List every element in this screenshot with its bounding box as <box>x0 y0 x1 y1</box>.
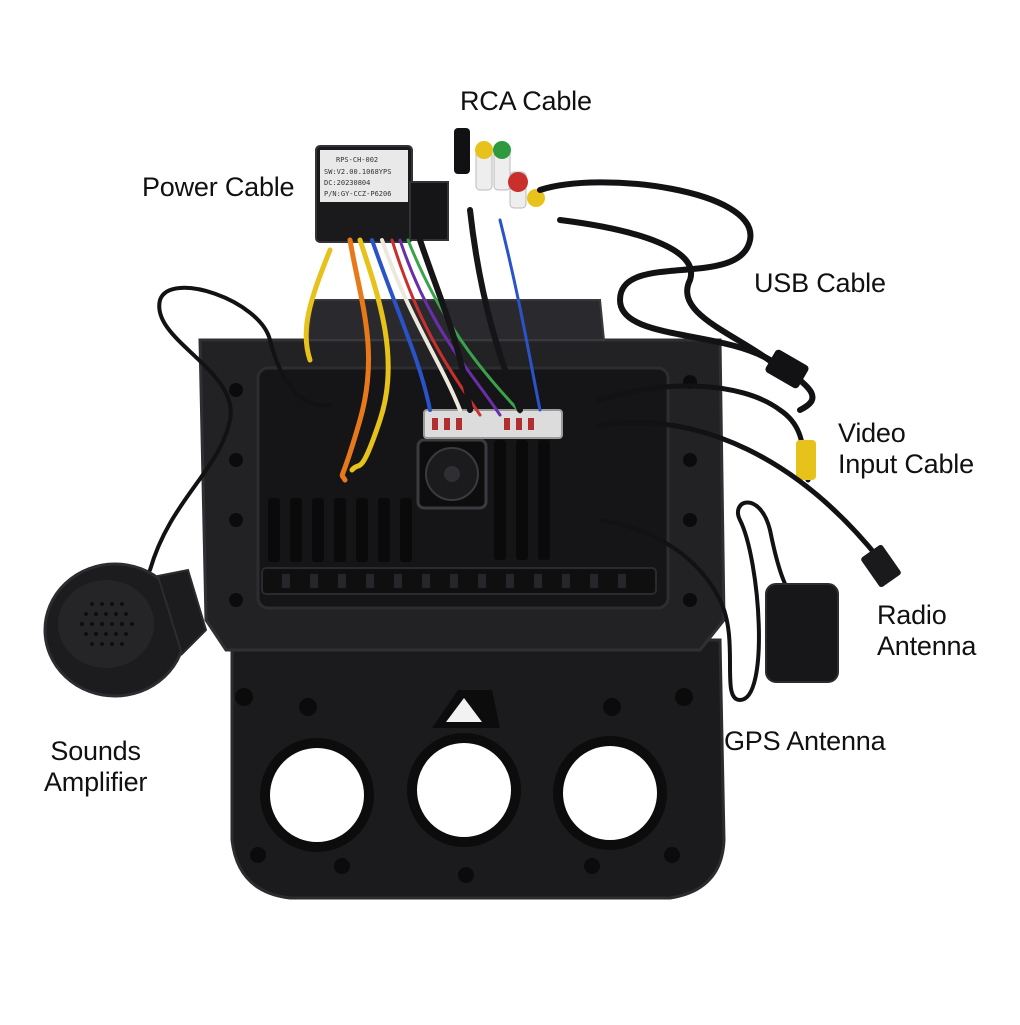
bezel-screws <box>235 688 693 883</box>
radio-antenna-cable <box>597 419 883 563</box>
module-label-line3: DC:20230804 <box>324 179 370 187</box>
label-gps-antenna: GPS Antenna <box>724 726 886 756</box>
rail-notches <box>282 574 626 588</box>
amplifier-grille <box>58 580 154 668</box>
gps-antenna-cable <box>598 500 802 703</box>
module-side-plug <box>409 181 449 241</box>
cooling-ribs <box>268 440 550 562</box>
label-usb-cable: USB Cable <box>754 268 886 298</box>
label-rca-cable: RCA Cable <box>460 86 592 116</box>
vent-hole-left <box>260 738 374 852</box>
module-label-line4: P/N:GY-CCZ-P6206 <box>324 190 391 198</box>
label-radio-antenna: Radio Antenna <box>877 600 977 661</box>
label-video-input-cable: Video Input Cable <box>838 418 974 479</box>
usb-plug <box>765 349 809 389</box>
hazard-triangle <box>446 698 482 722</box>
rca-plugs <box>454 128 545 209</box>
wire-harness <box>303 207 542 483</box>
label-power-cable: Power Cable <box>142 172 295 202</box>
label-sounds-amplifier: Sounds Amplifier <box>44 736 148 797</box>
harness-connector-block <box>423 409 563 439</box>
vent-hole-right <box>553 736 667 850</box>
amplifier-cable <box>148 285 332 572</box>
gps-antenna-puck <box>765 583 839 683</box>
connector-pins <box>432 418 534 430</box>
module-label-line1: RPS-CH-002 <box>336 156 378 164</box>
fan-hub <box>444 466 460 482</box>
amplifier-bracket <box>156 568 208 656</box>
radio-antenna-plug <box>861 544 901 588</box>
grille-dots <box>80 602 134 646</box>
bottom-rail <box>261 567 657 595</box>
power-module-sticker <box>320 150 408 202</box>
video-rca-plug <box>796 440 816 480</box>
vent-hole-center <box>407 733 521 847</box>
module-label-line2: SW:V2.00.1068YPS <box>324 168 391 176</box>
usb-cable-2 <box>557 217 793 383</box>
